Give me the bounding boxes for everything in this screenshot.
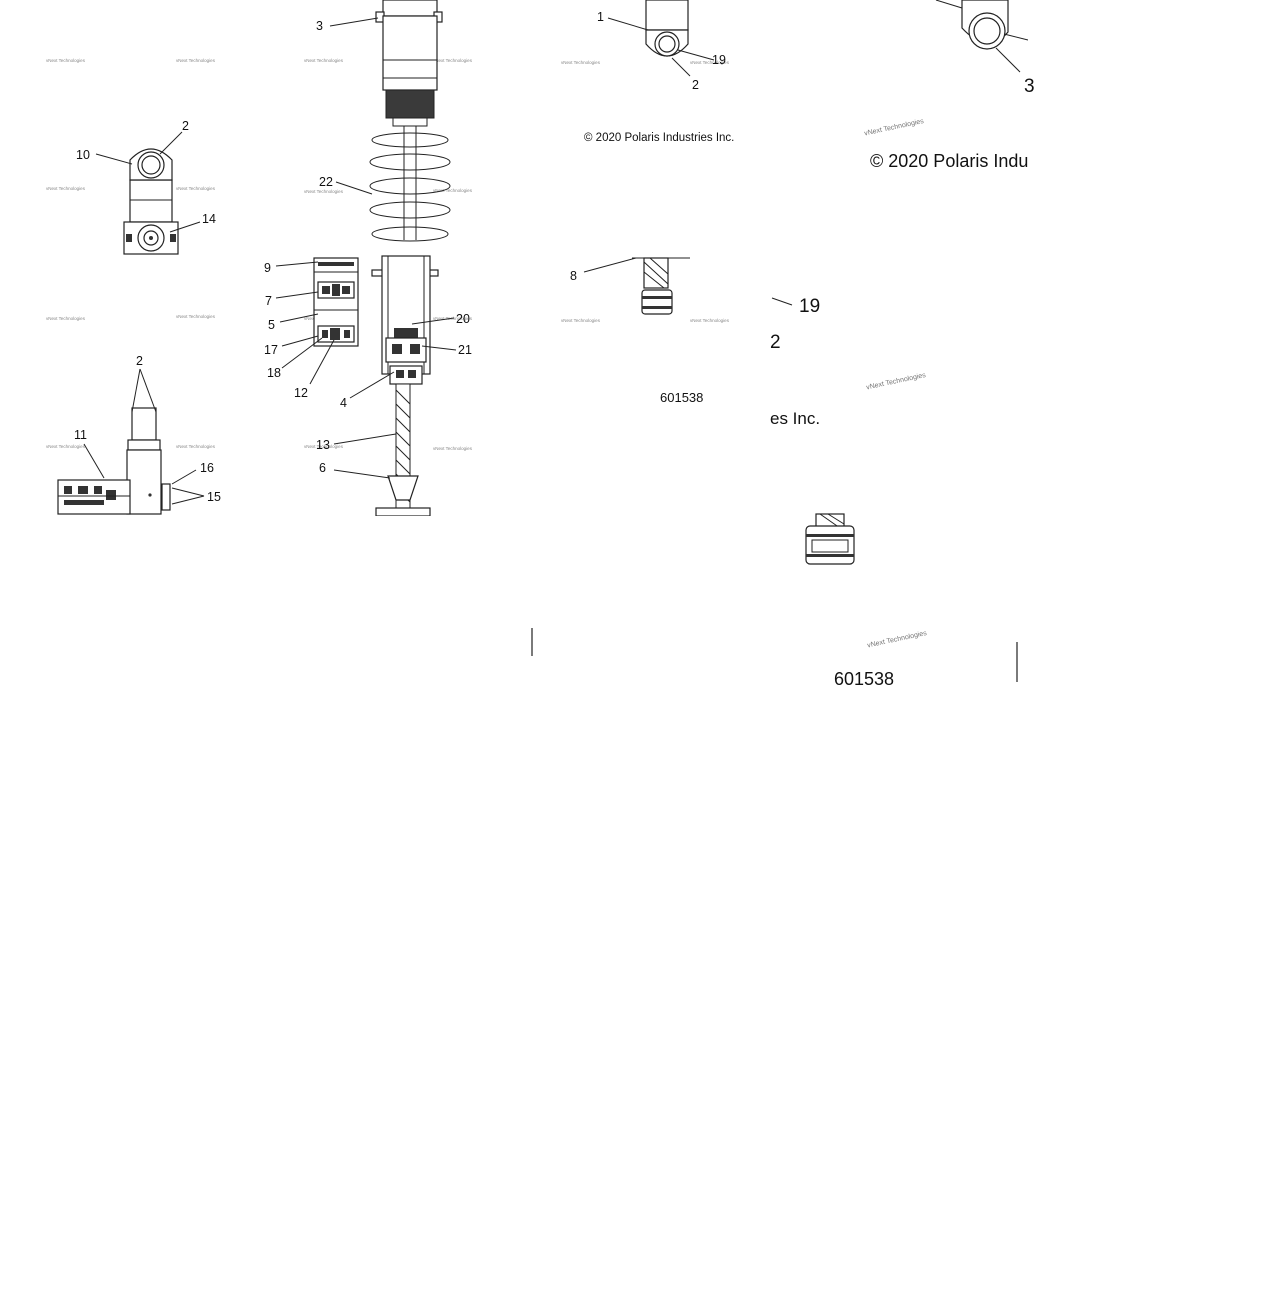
watermark: vNext Technologies	[176, 58, 216, 63]
zoomed-bushing-detail	[805, 513, 855, 565]
watermark: vNext Technologies	[46, 444, 86, 449]
callout-18: 18	[267, 366, 281, 380]
large-watermark: vNext Technologies	[867, 630, 928, 650]
zoomed-eye-detail	[935, 0, 1285, 120]
watermark: vNext Technologies	[176, 186, 216, 191]
watermark: vNext Technologies	[433, 446, 473, 451]
watermark: vNext Technologies	[304, 189, 344, 194]
callout-2: 2	[692, 78, 699, 92]
watermark: vNext Technologies	[561, 318, 601, 323]
crop-mask	[1028, 140, 1285, 180]
callout-1: 1	[597, 10, 604, 24]
callout-10: 10	[76, 148, 90, 162]
callout-7: 7	[265, 294, 272, 308]
watermark: vNext Technologies	[46, 316, 86, 321]
callout-19: 19	[712, 53, 726, 67]
watermark: vNext Technologies	[304, 58, 344, 63]
lower-reservoir-assembly	[57, 368, 205, 515]
callout-15: 15	[207, 490, 221, 504]
crop-mask	[0, 516, 530, 556]
zoomed-callouts: 19 2 3	[770, 76, 1035, 353]
bottom-bushing-assembly	[583, 257, 690, 315]
callout-16: 16	[200, 461, 214, 475]
zoom-callout-2: 2	[770, 332, 781, 353]
callout-22: 22	[319, 175, 333, 189]
callout-labels: 3 1 19 2 2 10 14 22 9 7 5 17 18 12 4 20 …	[74, 10, 726, 504]
watermark: vNext Technologies	[690, 318, 730, 323]
watermark: vNext Technologies	[864, 118, 925, 138]
main-shock-assembly	[329, 0, 457, 517]
drawing-number-small: 601538	[660, 390, 703, 405]
upper-eye-assembly	[95, 131, 201, 255]
drawing-number-large: 601538	[834, 669, 894, 689]
watermark: vNext Technologies	[561, 60, 601, 65]
callout-8: 8	[570, 269, 577, 283]
watermark: vNext Technologies	[46, 58, 86, 63]
callout-14: 14	[202, 212, 216, 226]
watermark: vNext Technologies	[867, 630, 928, 650]
watermark: vNext Technologies	[176, 314, 216, 319]
callout-5: 5	[268, 318, 275, 332]
callout-17: 17	[264, 343, 278, 357]
callout-4: 4	[340, 396, 347, 410]
callout-2: 2	[182, 119, 189, 133]
zoom-callout-3: 3	[1024, 76, 1035, 97]
watermark: vNext Technologies	[433, 58, 473, 63]
callout-11: 11	[74, 428, 87, 442]
callout-12: 12	[294, 386, 308, 400]
callout-9: 9	[264, 261, 271, 275]
piston-stack-exploded	[275, 257, 359, 385]
copyright-fragment: es Inc.	[770, 409, 820, 428]
callout-3: 3	[316, 19, 323, 33]
watermark: vNext Technologies	[46, 186, 86, 191]
callout-21: 21	[458, 343, 472, 357]
watermark: vNext Technologies	[176, 444, 216, 449]
copyright-small: © 2020 Polaris Industries Inc.	[584, 132, 734, 144]
top-eye-assembly	[607, 0, 715, 77]
callout-2: 2	[136, 354, 143, 368]
copyright-large: © 2020 Polaris Industrie	[870, 151, 1062, 171]
watermark: vNext Technologies	[304, 444, 344, 449]
large-watermark: vNext Technologies	[866, 372, 927, 392]
watermark: vNext Technologies	[433, 188, 473, 193]
callout-6: 6	[319, 461, 326, 475]
callout-13: 13	[316, 438, 330, 452]
watermark: vNext Technologies	[690, 60, 730, 65]
coil-spring	[369, 132, 451, 242]
zoom-callout-19: 19	[799, 296, 820, 317]
large-watermark: vNext Technologies	[864, 118, 925, 138]
zoom-leader-line	[771, 297, 793, 306]
callout-20: 20	[456, 312, 470, 326]
watermark: vNext Technologies	[866, 372, 927, 392]
